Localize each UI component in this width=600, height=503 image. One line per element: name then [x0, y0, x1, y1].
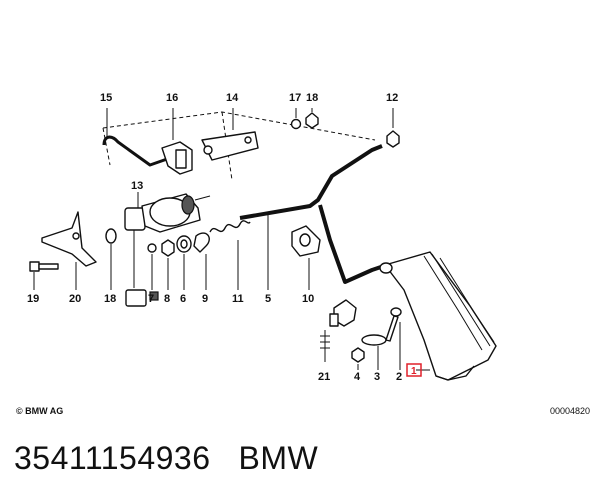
- part-5-linkage-rod: [239, 144, 385, 290]
- assembly-outline: [102, 111, 376, 181]
- label-13: 13: [131, 180, 143, 192]
- part-18-grommet: [105, 228, 117, 290]
- label-21: 21: [318, 371, 330, 383]
- label-18-top: 18: [306, 92, 318, 104]
- part-13-actuator: [124, 192, 211, 233]
- label-1: 1: [411, 366, 417, 377]
- connector: [125, 230, 159, 307]
- part-20-bracket: [41, 211, 97, 290]
- part-9-clip: [193, 232, 210, 290]
- label-2: 2: [396, 371, 402, 383]
- document-number: 00004820: [549, 406, 590, 416]
- label-11: 11: [232, 293, 244, 305]
- part-18-nut-top: [305, 108, 319, 129]
- label-10: 10: [302, 293, 314, 305]
- label-8: 8: [164, 293, 170, 305]
- part-10-stop: [291, 225, 321, 290]
- part-12-nut: [386, 108, 400, 148]
- part-8-nut: [161, 239, 175, 290]
- copyright-notice: © BMW AG: [16, 406, 64, 416]
- part-7-washer: [147, 243, 157, 290]
- label-19: 19: [27, 293, 39, 305]
- label-16: 16: [166, 92, 178, 104]
- highlight-box: [406, 363, 422, 377]
- part-1-accelerator-pedal: [379, 251, 497, 381]
- label-20: 20: [69, 293, 81, 305]
- part-21-screw: [320, 299, 357, 362]
- label-12: 12: [386, 92, 398, 104]
- part-2-bolt: [385, 307, 402, 370]
- label-7: 7: [148, 293, 154, 305]
- part-17-nut: [290, 108, 302, 130]
- brand-name: BMW: [238, 440, 319, 476]
- part-15-rod: [102, 108, 171, 167]
- part-caption: 35411154936 BMW: [14, 440, 318, 477]
- parts-diagram: 15 16 14 17 18 12 13 19 20 18 7 8 6 9 11…: [27, 92, 497, 383]
- label-14: 14: [226, 92, 239, 104]
- part-3-washer: [361, 334, 387, 370]
- label-6: 6: [180, 293, 186, 305]
- label-15: 15: [100, 92, 112, 104]
- part-19-bolt: [29, 261, 59, 290]
- label-17: 17: [289, 92, 301, 104]
- part-4-nut: [351, 347, 365, 370]
- part-16-clip: [161, 108, 193, 175]
- label-18-bottom: 18: [104, 293, 116, 305]
- part-14-bracket: [201, 108, 259, 161]
- label-3: 3: [374, 371, 380, 383]
- part-number: 35411154936: [14, 440, 211, 476]
- part-6-bushing: [176, 235, 192, 290]
- label-9: 9: [202, 293, 208, 305]
- label-4: 4: [354, 371, 361, 383]
- part-11-spring: [209, 220, 251, 290]
- label-5: 5: [265, 293, 271, 305]
